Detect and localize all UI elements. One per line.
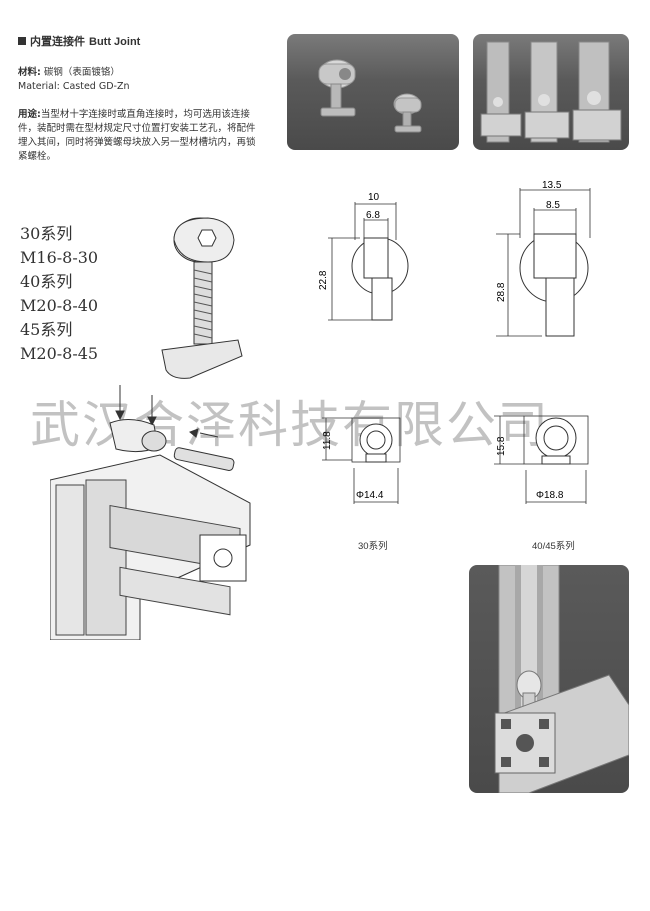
material-value-en: Casted GD-Zn: [62, 81, 130, 92]
title-en: Butt Joint: [89, 36, 141, 48]
series-list: 30系列 M16-8-30 40系列 M20-8-40 45系列 M20-8-4…: [20, 222, 98, 366]
usage-block: 用途:当型材十字连接时或直角连接时，均可选用该连接件，装配时需在型材规定尺寸位置…: [18, 108, 258, 164]
caption-30: 30系列: [358, 541, 388, 552]
material-label-cn: 材料:: [18, 67, 41, 78]
dim-40-side-h: 15.8: [496, 436, 507, 456]
dim-30-top-outer: 10: [368, 192, 380, 203]
series-item: 30系列: [20, 224, 73, 243]
series-item: M20-8-40: [20, 296, 99, 315]
usage-text: 当型材十字连接时或直角连接时，均可选用该连接件，装配时需在型材规定尺寸位置打安装…: [18, 109, 256, 162]
square-bullet-icon: [18, 37, 26, 45]
series-item: 40系列: [20, 272, 73, 291]
series-item: 45系列: [20, 320, 73, 339]
dim-30-height: 22.8: [318, 270, 329, 290]
dim-30-diameter: Φ14.4: [356, 490, 384, 501]
dim-30-side-h: 11.8: [322, 431, 333, 450]
section-title: 内置连接件 Butt Joint: [18, 33, 140, 49]
material-value-cn: 碳钢（表面镀铬）: [43, 67, 120, 78]
series-item: M20-8-45: [20, 344, 99, 363]
profile-photo-illustration: [480, 41, 622, 143]
title-cn: 内置连接件: [30, 35, 85, 48]
photo-connectors: [287, 34, 459, 150]
connector-part-small: [393, 93, 422, 133]
connector-drawing: [161, 217, 243, 379]
connector-part-large: [318, 59, 356, 117]
assembled-profile-illustration: [494, 565, 629, 793]
dim-30-top-inner: 6.8: [366, 210, 380, 221]
material-label-en: Material:: [18, 81, 60, 92]
series-item: M16-8-30: [20, 248, 99, 267]
material-block: 材料: 碳钢（表面镀铬） Material: Casted GD-Zn: [18, 66, 130, 94]
dim-40-height: 28.8: [496, 282, 507, 302]
dim-40-top-outer: 13.5: [542, 180, 562, 191]
assembly-drawing: [50, 385, 251, 640]
dimension-drawing-40: 13.5 8.5 28.8 15.8 Φ18.8: [494, 180, 591, 504]
dimension-drawing-30: 10 6.8 22.8 11.8 Φ14.4: [318, 192, 409, 504]
usage-label: 用途:: [18, 109, 41, 120]
dim-40-diameter: Φ18.8: [536, 490, 564, 501]
photo-assembled-profile: [469, 565, 629, 793]
photo-profiles: [473, 34, 629, 150]
dim-40-top-inner: 8.5: [546, 200, 560, 211]
caption-40: 40/45系列: [532, 541, 575, 552]
connector-photo-illustration: [318, 59, 422, 133]
